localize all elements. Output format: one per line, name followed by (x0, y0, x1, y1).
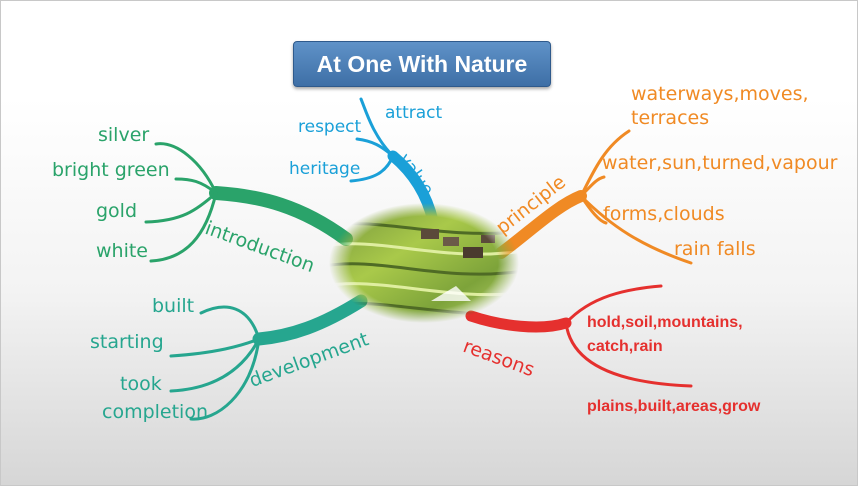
twig-bright-green (174, 177, 218, 195)
item-waterways: waterways,moves, (631, 83, 809, 105)
twig-starting (169, 337, 261, 358)
twig-silver (154, 142, 218, 195)
item-took: took (120, 373, 162, 395)
item-completion: completion (102, 401, 209, 423)
item-heritage: heritage (289, 159, 361, 179)
twig-catch-rain (564, 321, 693, 388)
twig-respect (355, 137, 395, 158)
twig-water-sun (579, 175, 606, 198)
item-hold-soil: hold,soil,mountains, (587, 314, 743, 331)
twig-hold-soil (564, 284, 663, 325)
item-bright-green: bright green (52, 159, 170, 181)
item-gold: gold (96, 200, 138, 222)
twig-waterways (579, 129, 631, 198)
twig-rain-falls (579, 194, 693, 265)
item-starting: starting (90, 331, 164, 353)
twig-took (169, 337, 261, 393)
twig-white (149, 191, 218, 263)
twig-gold (144, 191, 218, 224)
page-title: At One With Nature (293, 41, 551, 87)
item-terraces: terraces (631, 107, 710, 129)
item-white: white (96, 240, 148, 262)
central-image (323, 201, 525, 326)
item-water-sun: water,sun,turned,vapour (602, 152, 838, 174)
item-forms-clouds: forms,clouds (603, 203, 725, 225)
item-rain-falls: rain falls (674, 238, 756, 260)
item-respect: respect (298, 117, 362, 137)
item-silver: silver (98, 124, 150, 146)
item-catch-rain: catch,rain (587, 338, 663, 355)
item-built: built (152, 295, 195, 317)
twig-built (199, 305, 261, 341)
item-attract: attract (385, 103, 443, 123)
item-plains: plains,built,areas,grow (587, 398, 761, 415)
twig-completion (189, 337, 261, 421)
twig-heritage (349, 154, 395, 183)
